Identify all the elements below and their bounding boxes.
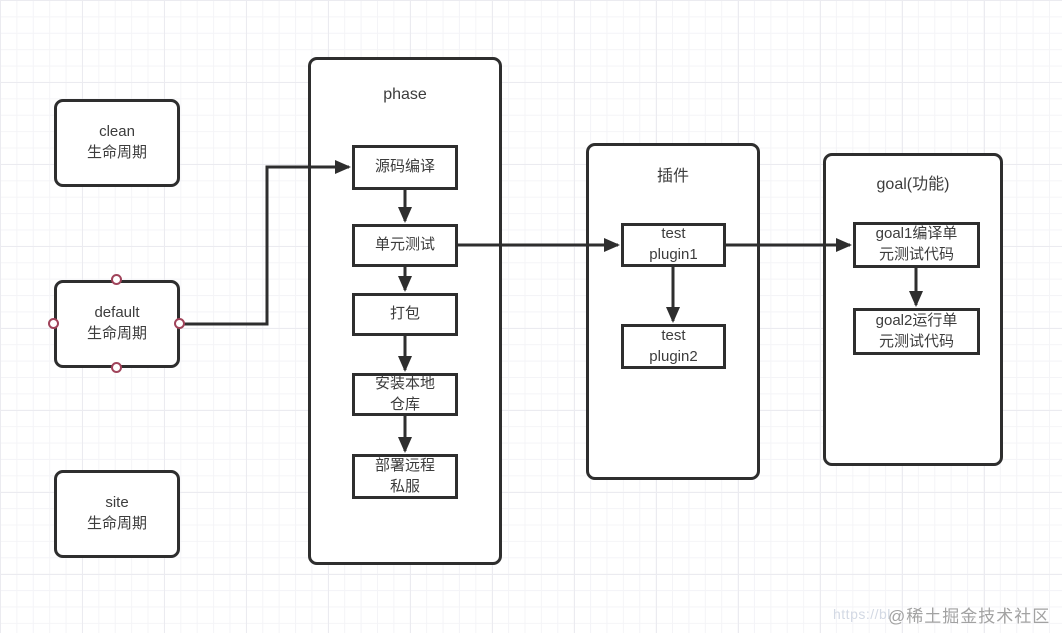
node-package[interactable]: 打包: [352, 293, 458, 336]
node-source-compile[interactable]: 源码编译: [352, 145, 458, 190]
container-plugin-title: 插件: [656, 168, 689, 185]
container-phase-title: phase: [383, 86, 427, 103]
selection-handle-bottom[interactable]: [111, 362, 122, 373]
node-site-lifecycle[interactable]: site 生命周期: [54, 470, 180, 558]
watermark-text: @稀土掘金技术社区: [888, 607, 1051, 626]
node-default-lifecycle[interactable]: default 生命周期: [54, 280, 180, 368]
selection-handle-right[interactable]: [174, 318, 185, 329]
node-unit-test[interactable]: 单元测试: [352, 224, 458, 267]
node-goal1[interactable]: goal1编译单 元测试代码: [853, 222, 980, 268]
watermark-url-text: https://bl: [833, 606, 891, 622]
node-clean-lifecycle[interactable]: clean 生命周期: [54, 99, 180, 187]
node-test-plugin2[interactable]: test plugin2: [621, 324, 726, 369]
node-test-plugin1[interactable]: test plugin1: [621, 223, 726, 267]
node-install-local-repo[interactable]: 安装本地 仓库: [352, 373, 458, 416]
container-goal-title: goal(功能): [876, 176, 950, 193]
node-goal2[interactable]: goal2运行单 元测试代码: [853, 308, 980, 355]
node-deploy-remote[interactable]: 部署远程 私服: [352, 454, 458, 499]
selection-handle-top[interactable]: [111, 274, 122, 285]
container-plugin[interactable]: [586, 143, 760, 480]
selection-handle-left[interactable]: [48, 318, 59, 329]
